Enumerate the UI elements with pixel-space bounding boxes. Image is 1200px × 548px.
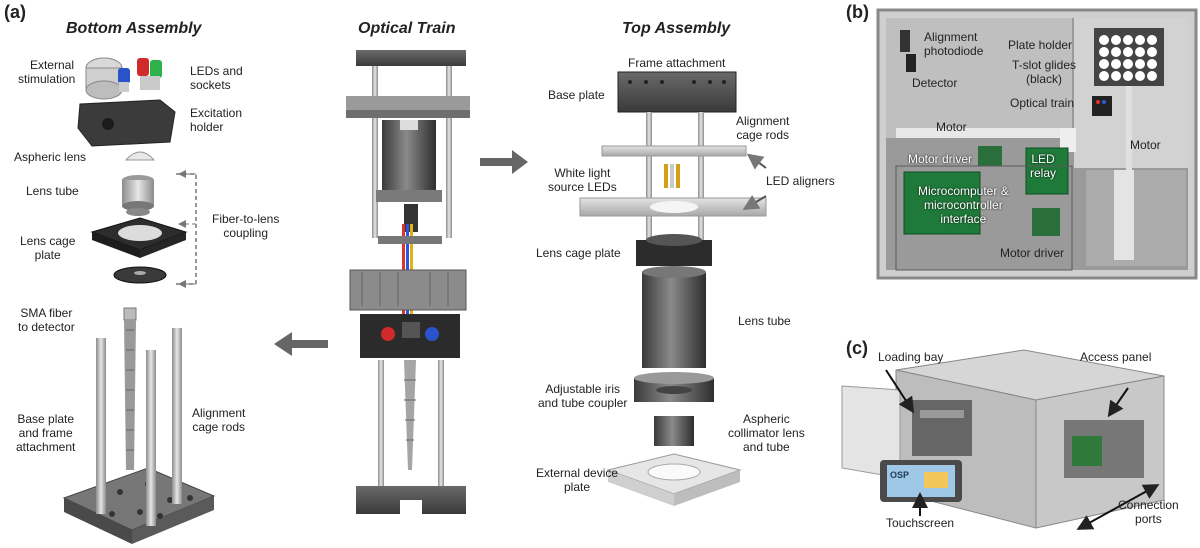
led-sockets-part <box>118 58 162 92</box>
label-bottom-alignment-rods: Alignment cage rods <box>192 406 246 434</box>
section-title-optical: Optical Train <box>358 20 456 37</box>
flow-arrows <box>274 150 767 356</box>
label-led-relay: LED relay <box>1030 152 1057 180</box>
bottom-base-plate-part <box>62 467 216 544</box>
lens-tube-part <box>122 175 154 211</box>
lens-cage-plate-part <box>90 208 188 258</box>
bottom-assembly-art <box>62 57 216 544</box>
external-stimulation-part <box>85 57 123 100</box>
panel-label-a: (a) <box>4 2 26 22</box>
label-excitation-holder: Excitation holder <box>190 106 243 134</box>
panel-label-b: (b) <box>846 2 869 22</box>
top-assembly-art <box>579 71 767 506</box>
label-aspheric-collimator: Aspheric collimator lens and tube <box>728 412 805 454</box>
label-frame-attachment: Frame attachment <box>628 56 726 70</box>
excitation-holder-part <box>77 99 176 147</box>
section-title-top: Top Assembly <box>622 20 731 37</box>
label-top-base-plate: Base plate <box>548 88 605 102</box>
aspheric-lens-part <box>124 151 156 161</box>
sma-fiber-part <box>123 307 137 470</box>
label-touchscreen: Touchscreen <box>886 516 955 530</box>
label-motor-left: Motor <box>936 120 967 134</box>
panel-b-art <box>876 8 1198 280</box>
label-optical-train: Optical train <box>1010 96 1075 110</box>
touchscreen-display-text: OSP <box>890 470 910 480</box>
label-led-aligners: LED aligners <box>766 174 835 188</box>
label-top-lens-cage-plate: Lens cage plate <box>536 246 621 260</box>
label-alignment-photodiode: Alignment photodiode <box>924 30 984 58</box>
label-white-light-leds: White light source LEDs <box>548 166 617 194</box>
panel-c-art <box>841 349 1165 530</box>
label-leds-sockets: LEDs and sockets <box>190 64 243 92</box>
label-motor-driver-bottom: Motor driver <box>1000 246 1065 260</box>
panel-label-c: (c) <box>846 338 868 358</box>
section-title-bottom: Bottom Assembly <box>66 20 202 37</box>
label-access-panel: Access panel <box>1080 350 1152 364</box>
label-adjustable-iris: Adjustable iris and tube coupler <box>538 382 628 410</box>
label-aspheric-lens: Aspheric lens <box>14 150 87 164</box>
label-sma-fiber: SMA fiber to detector <box>18 306 75 334</box>
label-external-device-plate: External device plate <box>536 466 619 494</box>
label-lens-tube: Lens tube <box>26 184 79 198</box>
label-loading-bay: Loading bay <box>878 350 944 364</box>
label-external-stimulation: External stimulation <box>18 58 76 86</box>
label-motor-driver-top: Motor driver <box>908 152 973 166</box>
label-connection-ports: Connection ports <box>1118 498 1179 526</box>
label-top-lens-tube: Lens tube <box>738 314 791 328</box>
label-fiber-to-lens: Fiber-to-lens coupling <box>212 212 280 240</box>
label-base-plate-frame: Base plate and frame attachment <box>16 412 76 454</box>
label-microcomputer: Microcomputer & microcontroller interfac… <box>918 184 1009 226</box>
label-detector: Detector <box>912 76 958 90</box>
label-motor-right: Motor <box>1130 138 1161 152</box>
label-tslot-glides: T-slot glides (black) <box>1012 58 1077 86</box>
optical-train-art <box>346 50 470 514</box>
label-top-alignment-rods: Alignment cage rods <box>736 114 790 142</box>
plate-wells <box>1099 35 1157 81</box>
label-plate-holder: Plate holder <box>1008 38 1073 52</box>
label-lens-cage-plate: Lens cage plate <box>20 234 76 262</box>
